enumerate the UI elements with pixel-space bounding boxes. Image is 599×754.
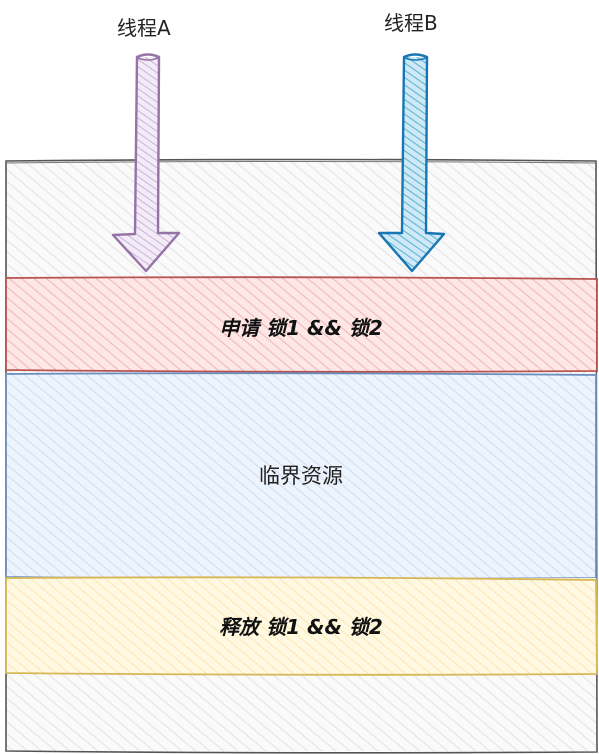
thread-b-label: 线程B [384, 11, 438, 35]
resource-band [5, 372, 597, 580]
acquire-locks-label: 申请 锁1 && 锁2 [219, 316, 383, 340]
thread-b-arrow [377, 53, 446, 273]
acquire-band [5, 276, 598, 373]
thread-a-label: 线程A [117, 16, 171, 40]
release-band [5, 576, 598, 676]
thread-a-arrow [111, 53, 181, 273]
release-locks-label: 释放 锁1 && 锁2 [219, 615, 383, 639]
critical-resource-label: 临界资源 [259, 464, 343, 488]
